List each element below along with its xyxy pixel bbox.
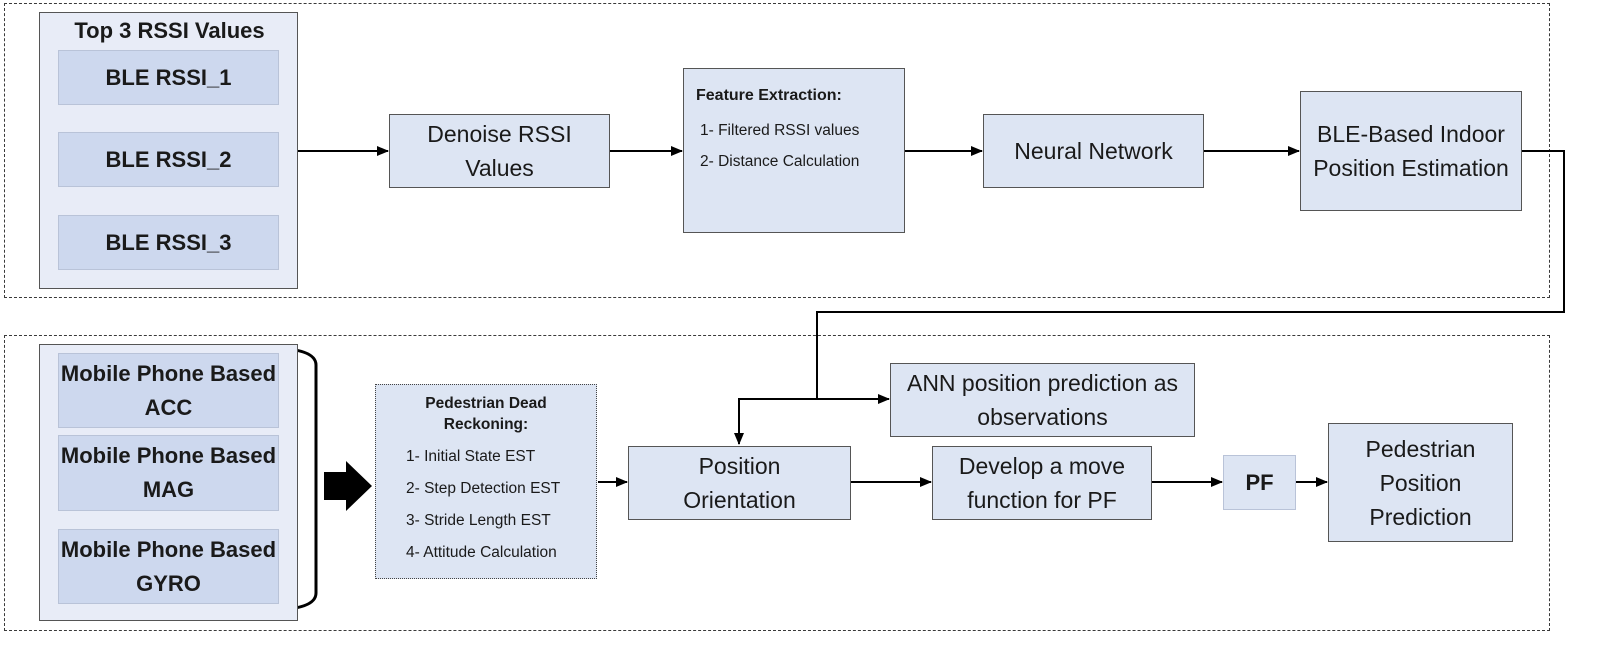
position-orientation-box: Position Orientation — [628, 446, 851, 520]
feature-extraction-box: Feature Extraction: 1- Filtered RSSI val… — [683, 68, 905, 233]
feature-item-1: 1- Filtered RSSI values — [700, 122, 860, 139]
denoise-rssi-box: Denoise RSSI Values — [389, 114, 610, 188]
ble-rssi-3: BLE RSSI_3 — [58, 215, 279, 270]
ble-rssi-1: BLE RSSI_1 — [58, 50, 279, 105]
feature-item-2: 2- Distance Calculation — [700, 153, 860, 170]
rssi-group: Top 3 RSSI Values BLE RSSI_1 BLE RSSI_2 … — [39, 12, 298, 289]
ann-observations-box: ANN position prediction as observations — [890, 363, 1195, 437]
sensor-mag: Mobile Phone Based MAG — [58, 435, 279, 511]
feature-extraction-title: Feature Extraction: — [696, 87, 842, 104]
sensor-group: Mobile Phone Based ACC Mobile Phone Base… — [39, 344, 298, 621]
pf-box: PF — [1223, 455, 1296, 510]
pdr-box: Pedestrian Dead Reckoning: 1- Initial St… — [375, 384, 597, 579]
block-arrow-sensors-to-pdr — [324, 461, 372, 511]
arrow-to-position-orientation — [734, 398, 817, 445]
pdr-item-1: 1- Initial State EST — [406, 448, 536, 465]
rssi-group-title: Top 3 RSSI Values — [74, 18, 265, 43]
ble-rssi-2: BLE RSSI_2 — [58, 132, 279, 187]
pdr-item-4: 4- Attitude Calculation — [406, 544, 557, 561]
neural-network-box: Neural Network — [983, 114, 1204, 188]
ble-position-estimation-box: BLE-Based Indoor Position Estimation — [1300, 91, 1522, 211]
pdr-title: Pedestrian Dead Reckoning: — [425, 395, 547, 433]
pedestrian-position-prediction-box: Pedestrian Position Prediction — [1328, 423, 1513, 542]
sensor-gyro: Mobile Phone Based GYRO — [58, 529, 279, 604]
move-function-box: Develop a move function for PF — [932, 446, 1152, 520]
pdr-item-3: 3- Stride Length EST — [406, 512, 551, 529]
sensor-acc: Mobile Phone Based ACC — [58, 353, 279, 428]
connector-ble-to-bottom — [816, 150, 1565, 399]
bottom-panel — [4, 335, 1550, 631]
pdr-item-2: 2- Step Detection EST — [406, 480, 561, 497]
